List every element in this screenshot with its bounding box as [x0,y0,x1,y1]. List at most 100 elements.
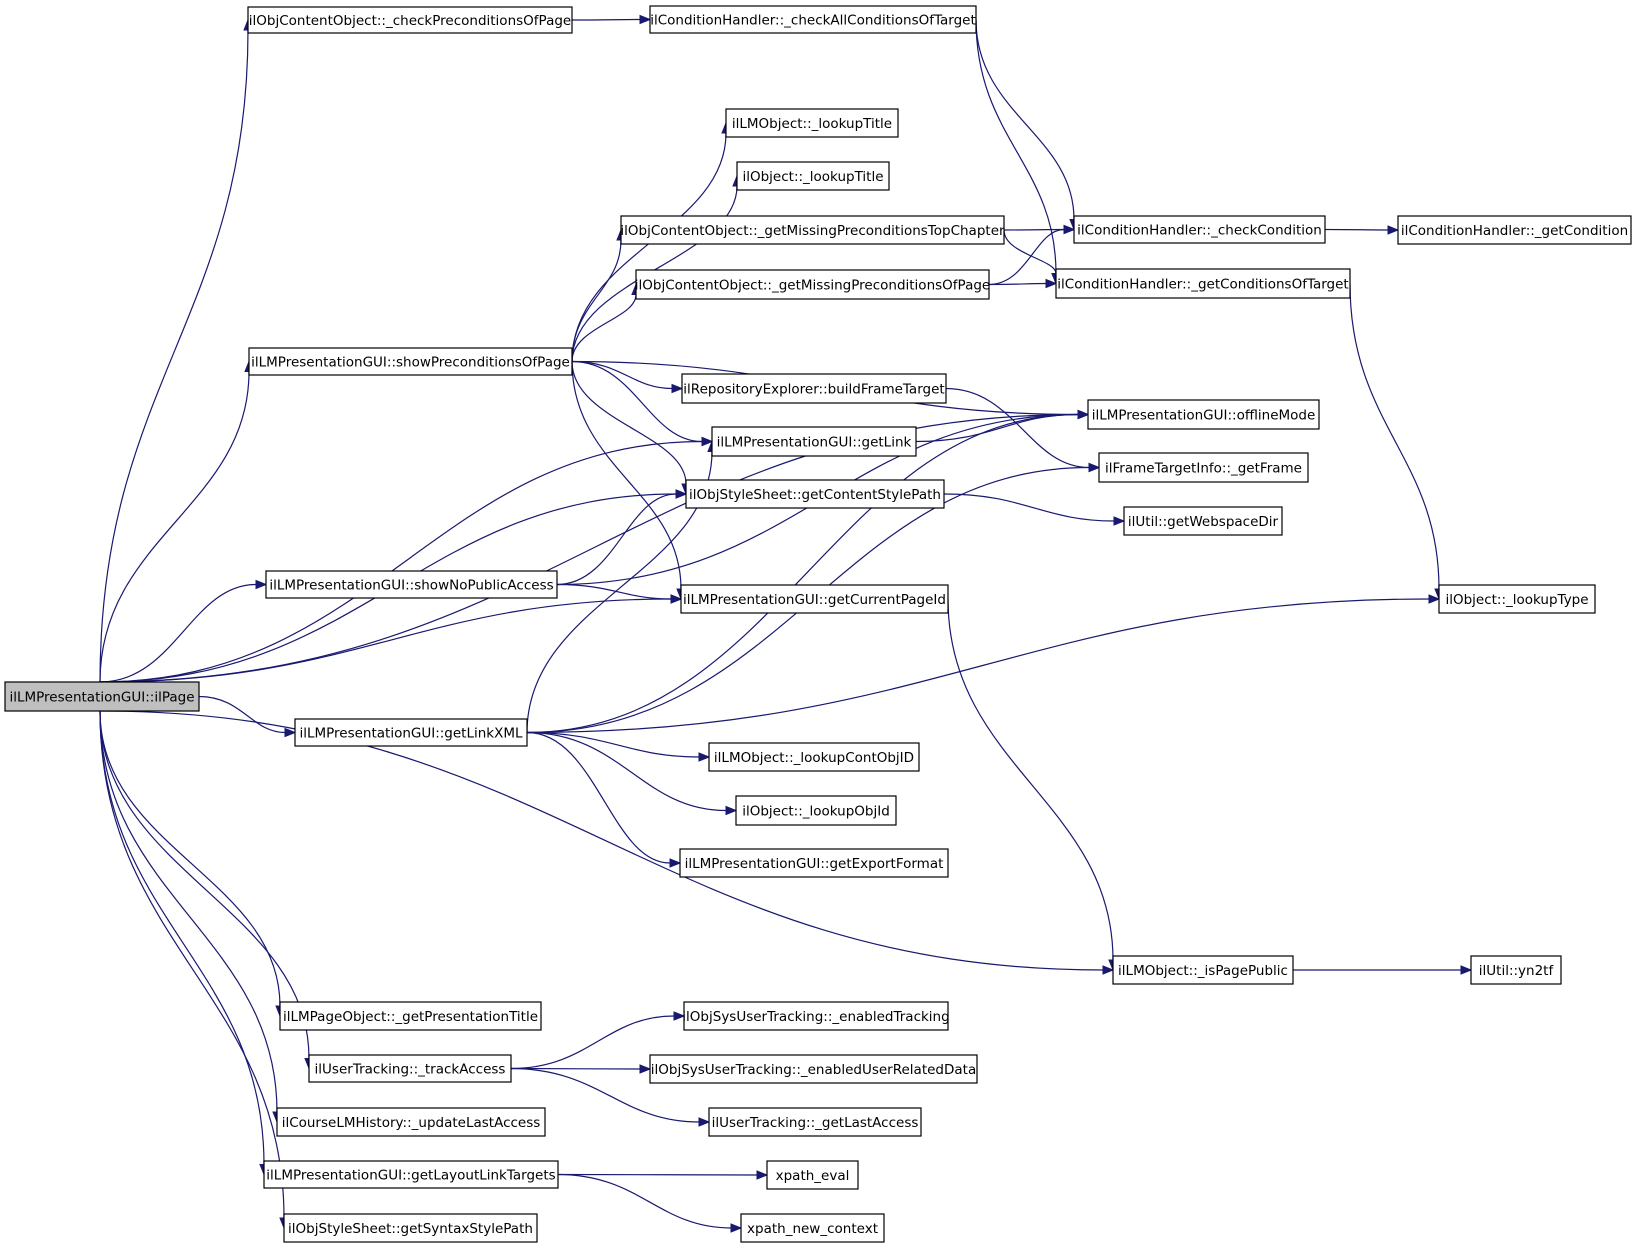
node-ilutil-getwebspacedir[interactable]: ilUtil::getWebspaceDir [1123,506,1283,536]
node-box [725,108,899,138]
node-label: ilLMPresentationGUI::offlineMode [1092,408,1316,424]
node-label: ilObjSysUserTracking::_enabledUserRelate… [651,1062,976,1078]
node-illmpresentationgui-offlinemode[interactable]: ilLMPresentationGUI::offlineMode [1087,399,1320,430]
node-illmpresentationgui-getlinkxml[interactable]: ilLMPresentationGUI::getLinkXML [294,718,528,747]
edge-line [1349,283,1440,590]
edge-line [99,710,281,1007]
arrowhead-icon [639,1064,652,1074]
node-ilobjstylesheet-getsyntaxstylepath[interactable]: ilObjStyleSheet::getSyntaxStylePath [283,1213,538,1243]
call-edge-illmpresentationgui-ilpage-to-ilcourselmhistory-updatelastaccess [99,710,282,1124]
arrowhead-icon [1460,965,1473,975]
arrowhead-icon [1428,594,1441,604]
edge-line [510,1067,641,1070]
call-edge-illmpresentationgui-showpreconditionsofpage-to-illmpresentationgui-getlink [571,360,714,447]
node-ilconditionhandler-checkcondition[interactable]: ilConditionHandler::_checkCondition [1073,215,1326,244]
node-ilframetargetinfo-getframe[interactable]: ilFrameTargetInfo::_getFrame [1098,452,1309,483]
call-edge-illmpresentationgui-getlayoutlinktargets-to-xpath-new-context [557,1173,743,1233]
node-illmpageobject-getpresentationtitle[interactable]: ilLMPageObject::_getPresentationTitle [279,1001,542,1031]
node-label: ilObjContentObject::_getMissingPrecondit… [635,278,990,294]
call-edge-ilrepositoryexplorer-buildframetarget-to-ilframetargetinfo-getframe [945,387,1101,473]
call-edge-illmpresentationgui-shownopublicaccess-to-illmpresentationgui-getcurrentpageid [556,583,683,604]
node-ilobjcontentobject-getmissingpreconditionstopchapter[interactable]: ilObjContentObject::_getMissingPrecondit… [620,215,1005,245]
node-illmpresentationgui-getcurrentpageid[interactable]: ilLMPresentationGUI::getCurrentPageId [680,584,949,614]
call-edge-ilconditionhandler-checkallconditionsoftarget-to-ilconditionhandler-checkcondition [975,19,1079,231]
node-box [1397,215,1632,245]
call-edge-illmpresentationgui-ilpage-to-ilobjstylesheet-getsyntaxstylepath [99,710,289,1230]
node-label: ilLMPresentationGUI::getLink [717,435,912,451]
node-ilusertracking-getlastaccess[interactable]: ilUserTracking::_getLastAccess [708,1107,922,1137]
node-label: ilUtil::yn2tf [1479,963,1555,979]
node-illmpresentationgui-getlayoutlinktargets[interactable]: ilLMPresentationGUI::getLayoutLinkTarget… [263,1160,559,1189]
node-box [1055,268,1351,299]
node-label: ilObject::_lookupObjId [742,804,890,820]
edge-line [99,710,278,1113]
node-ilconditionhandler-getconditionsoftarget[interactable]: ilConditionHandler::_getConditionsOfTarg… [1055,268,1351,299]
node-xpath-new-context[interactable]: xpath_new_context [740,1213,885,1243]
node-illmobject-lookuptitle[interactable]: ilLMObject::_lookupTitle [725,108,899,138]
node-ilobject-lookupobjid[interactable]: ilObject::_lookupObjId [735,795,897,826]
node-ilobject-lookuptype[interactable]: ilObject::_lookupType [1438,584,1596,614]
arrowhead-icon [1077,409,1090,420]
call-edges [99,14,1473,1233]
node-ilcourselmhistory-updatelastaccess[interactable]: ilCourseLMHistory::_updateLastAccess [276,1107,546,1137]
node-box [685,479,945,509]
node-ilobject-lookuptitle[interactable]: ilObject::_lookupTitle [736,161,890,191]
edge-line [571,361,682,590]
arrowhead-icon [1045,278,1058,289]
node-illmpresentationgui-shownopublicaccess[interactable]: ilLMPresentationGUI::showNoPublicAccess [265,570,558,599]
node-illmobject-ispagepublic[interactable]: ilLMObject::_isPagePublic [1112,955,1294,985]
node-ilobjcontentobject-getmissingpreconditionsofpage[interactable]: ilObjContentObject::_getMissingPrecondit… [635,269,990,300]
node-box [740,1213,885,1243]
root-node-illmpresentationgui-ilpage[interactable]: ilLMPresentationGUI::ilPage [4,681,200,712]
node-label: ilLMPresentationGUI::ilPage [9,690,194,706]
edge-line [571,294,637,362]
arrowhead-icon [725,805,738,816]
node-box [247,6,573,34]
node-box [679,848,949,878]
call-edge-illmpresentationgui-ilpage-to-illmpresentationgui-showpreconditionsofpage [99,360,254,683]
call-edge-ilconditionhandler-getconditionsoftarget-to-ilobject-lookuptype [1349,283,1444,601]
node-ilconditionhandler-getcondition[interactable]: ilConditionHandler::_getCondition [1397,215,1632,245]
node-box [736,161,890,191]
call-edge-illmobject-ispagepublic-to-ilutil-yn2tf [1293,965,1473,975]
node-box [766,1160,859,1190]
edge-line [526,598,1430,734]
arrowhead-icon [673,1011,686,1021]
node-box [265,570,558,599]
node-label: ilObjContentObject::_getMissingPrecondit… [620,223,1005,239]
call-edge-illmpresentationgui-ilpage-to-illmpresentationgui-shownopublicaccess [99,579,268,683]
node-ilobjcontentobject-checkpreconditionsofpage[interactable]: ilObjContentObject::_checkPreconditionsO… [247,6,573,34]
call-edge-ilusertracking-trackaccess-to-ilobjsysusertracking-enableduserrelateddata [510,1064,652,1074]
node-illmpresentationgui-getlink[interactable]: ilLMPresentationGUI::getLink [711,426,917,457]
node-label: ilUserTracking::_trackAccess [315,1062,506,1078]
arrowhead-icon [1088,462,1101,473]
edge-line [99,598,672,683]
arrowhead-icon [1387,225,1400,235]
edge-line [571,18,641,21]
node-label: ilObjStyleSheet::getSyntaxStylePath [288,1221,533,1237]
node-ilobjsysusertracking-enableduserrelateddata[interactable]: ilObjSysUserTracking::_enabledUserRelate… [649,1054,978,1084]
node-ilobjsysusertracking-enabledtracking[interactable]: ilObjSysUserTracking::_enabledTracking [682,1001,950,1031]
node-ilobjstylesheet-getcontentstylepath[interactable]: ilObjStyleSheet::getContentStylePath [685,479,945,509]
node-ilrepositoryexplorer-buildframetarget[interactable]: ilRepositoryExplorer::buildFrameTarget [681,373,947,404]
node-ilusertracking-trackaccess[interactable]: ilUserTracking::_trackAccess [308,1054,512,1083]
node-box [735,795,897,826]
node-label: ilCourseLMHistory::_updateLastAccess [282,1115,541,1131]
node-illmpresentationgui-showpreconditionsofpage[interactable]: ilLMPresentationGUI::showPreconditionsOf… [248,347,573,376]
node-box [263,1160,559,1189]
node-illmobject-lookupcontobjid[interactable]: ilLMObject::_lookupContObjID [708,742,920,772]
edge-line [99,710,285,1219]
node-ilutil-yn2tf[interactable]: ilUtil::yn2tf [1470,955,1562,985]
node-box [279,1001,542,1031]
arrowhead-icon [701,436,714,447]
node-ilconditionhandler-checkallconditionsoftarget[interactable]: ilConditionHandler::_checkAllConditionsO… [649,5,977,34]
call-edge-illmpresentationgui-showpreconditionsofpage-to-ilobjstylesheet-getcontentstylepath [571,361,691,496]
node-box [1123,506,1283,536]
node-illmpresentationgui-getexportformat[interactable]: ilLMPresentationGUI::getExportFormat [679,848,949,878]
arrowhead-icon [756,1170,769,1180]
node-label: ilLMObject::_lookupContObjID [714,750,914,766]
call-edge-illmpresentationgui-ilpage-to-illmobject-ispagepublic [99,710,1115,975]
node-xpath-eval[interactable]: xpath_eval [766,1160,859,1190]
edge-line [526,731,727,812]
